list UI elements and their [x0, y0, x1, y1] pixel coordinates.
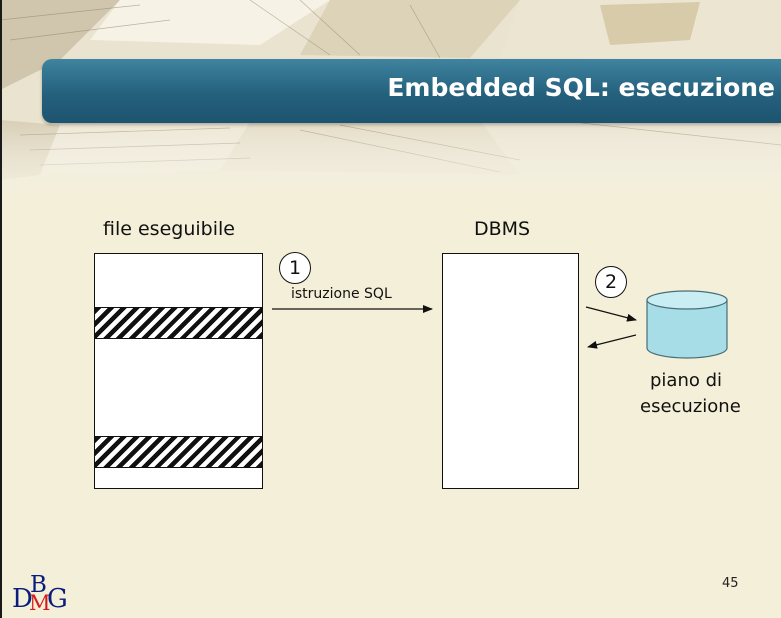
execution-plan-label-line1: piano di	[650, 370, 723, 391]
slide-title: Embedded SQL: esecuzione	[387, 73, 775, 102]
plan-to-dbms-arrow	[587, 334, 637, 349]
sql-block-hatch-bottom	[95, 436, 262, 468]
step-1-marker: 1	[279, 252, 311, 284]
dbms-label: DBMS	[474, 218, 531, 240]
logo-letter-g: G	[47, 584, 68, 614]
execution-plan-label-line2: esecuzione	[640, 396, 741, 417]
left-edge-line	[0, 0, 2, 618]
step-2-marker: 2	[595, 266, 627, 298]
executable-file-box	[94, 253, 263, 489]
dbms-box	[442, 253, 579, 489]
logo-letter-m: M	[29, 591, 51, 615]
executable-file-label: file eseguibile	[103, 218, 235, 240]
sql-statement-label: istruzione SQL	[291, 286, 392, 302]
dbms-to-plan-arrow	[585, 306, 637, 322]
logo-letter-d: D	[12, 584, 33, 614]
sql-block-hatch-top	[95, 307, 262, 339]
title-banner: Embedded SQL: esecuzione	[42, 59, 781, 123]
logo-letter-b: B	[30, 572, 47, 598]
execution-plan-database-icon	[646, 290, 728, 359]
page-number: 45	[722, 576, 739, 591]
